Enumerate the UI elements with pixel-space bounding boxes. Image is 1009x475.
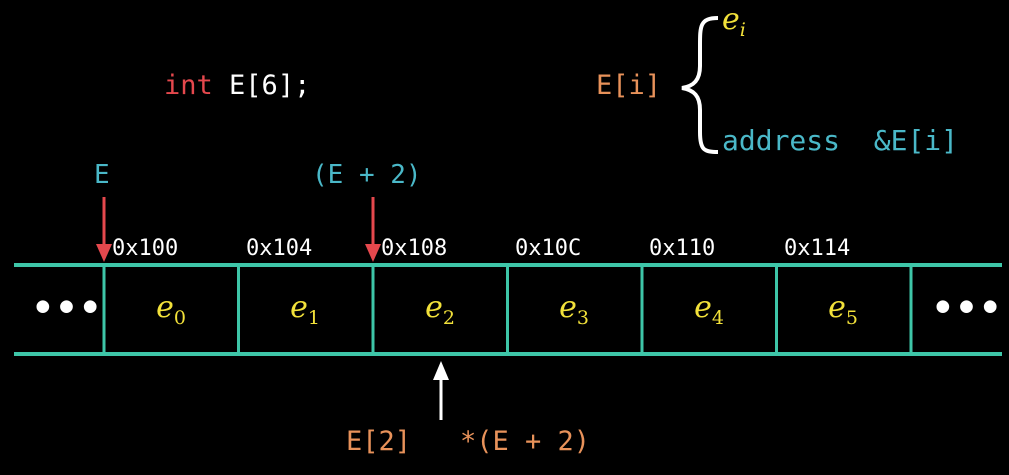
- offset-pointer-label: (E + 2): [312, 160, 422, 190]
- definition-value: ei: [722, 2, 746, 41]
- declaration-body: E[6];: [229, 70, 311, 101]
- cell-element-name: e: [156, 290, 174, 325]
- base-pointer-arrow-head: [96, 244, 112, 262]
- cell-address-2: 0x108: [381, 236, 448, 261]
- cell-element-1: e1: [265, 290, 345, 329]
- cell-address-5: 0x114: [784, 236, 851, 261]
- cell-element-0: e0: [131, 290, 211, 329]
- cell-address-1: 0x104: [246, 236, 313, 261]
- base-pointer-label: E: [94, 160, 110, 190]
- array-declaration: int E[6];: [164, 70, 310, 101]
- cell-element-name: e: [828, 290, 846, 325]
- cell-address-0: 0x100: [112, 236, 179, 261]
- cell-element-name: e: [290, 290, 308, 325]
- offset-pointer-arrow-head: [365, 244, 381, 262]
- cell-element-sub: 2: [442, 307, 455, 329]
- cell-element-4: e4: [669, 290, 749, 329]
- cell-element-sub: 3: [576, 307, 589, 329]
- cell-address-3: 0x10C: [515, 236, 582, 261]
- definition-value-sub: i: [739, 19, 746, 41]
- definition-value-name: e: [722, 2, 740, 37]
- cell-element-2: e2: [400, 290, 480, 329]
- definition-brace: [681, 16, 719, 154]
- definition-address: address &E[i]: [722, 124, 958, 157]
- cell-element-name: e: [559, 290, 577, 325]
- definition-address-expr: &E[i]: [873, 124, 959, 157]
- cell-element-sub: 4: [711, 307, 724, 329]
- cell-element-5: e5: [803, 290, 883, 329]
- definition-expression: E[i]: [596, 70, 662, 101]
- ellipsis-left: •••: [32, 288, 104, 329]
- cell-element-3: e3: [534, 290, 614, 329]
- declaration-keyword: int: [164, 70, 213, 101]
- ellipsis-right: •••: [932, 288, 1004, 329]
- cell-element-name: e: [694, 290, 712, 325]
- cell-element-sub: 0: [173, 307, 186, 329]
- cell-element-name: e: [425, 290, 443, 325]
- access-pointer-form: *(E + 2): [460, 426, 591, 457]
- access-index-form: E[2]: [346, 426, 412, 457]
- cell-element-sub: 5: [845, 307, 858, 329]
- cell-dividers: [102, 265, 913, 354]
- cell-element-sub: 1: [307, 307, 320, 329]
- access-arrow-head: [433, 361, 449, 380]
- cell-address-4: 0x110: [649, 236, 716, 261]
- definition-address-word: address: [722, 124, 841, 157]
